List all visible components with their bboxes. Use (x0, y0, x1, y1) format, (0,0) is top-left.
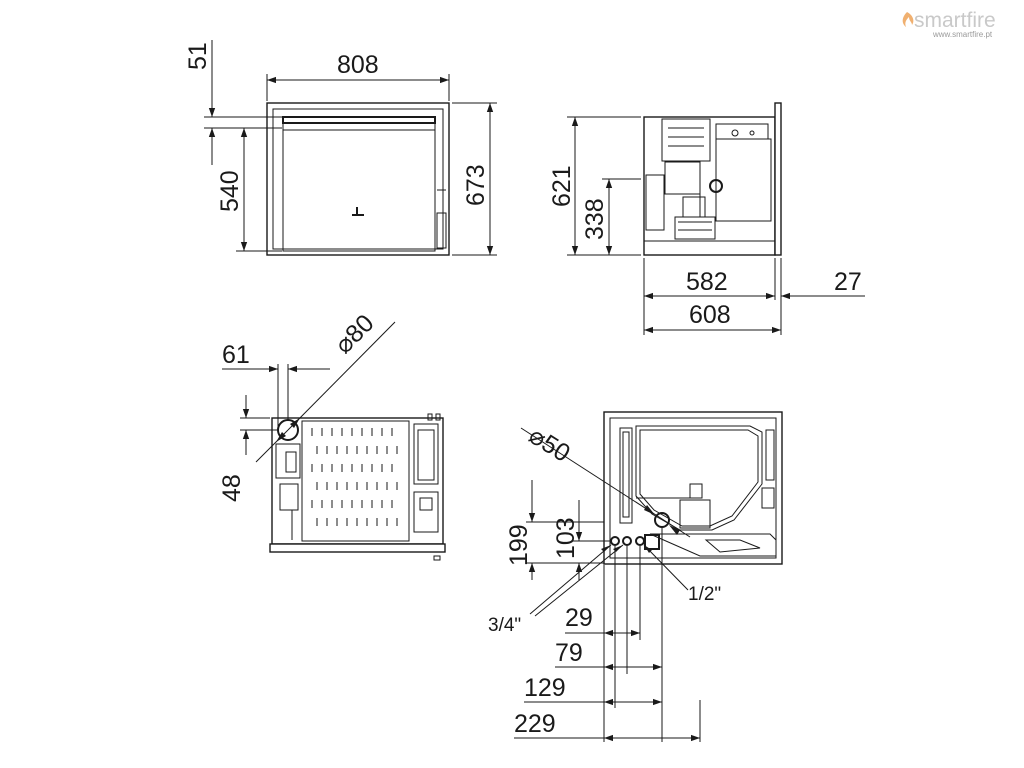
flue-offset-y-label: 48 (218, 474, 246, 502)
brand-logo: smartfire www.smartfire.pt (902, 9, 996, 39)
front-height-label: 673 (462, 164, 490, 206)
rear-offset-129-label: 129 (524, 674, 566, 702)
front-width-label: 808 (337, 51, 379, 79)
side-depth-label: 582 (686, 268, 728, 296)
front-opening-height-label: 540 (216, 170, 244, 212)
front-top-offset-label: 51 (184, 42, 212, 70)
brand-logo-text: smartfire (914, 9, 996, 32)
rear-offset-29-label: 29 (565, 604, 593, 632)
flue-diameter-label: ⌀80 (329, 309, 379, 359)
side-height-label: 621 (548, 165, 576, 207)
rear-offset-79-label: 79 (555, 639, 583, 667)
pipe-large-label: 3/4" (488, 615, 521, 636)
side-frame-depth-label: 27 (834, 268, 862, 296)
air-inlet-diameter-label: ⌀50 (524, 421, 575, 467)
rear-height-a-label: 199 (505, 524, 533, 566)
side-view: 621 338 582 27 608 (548, 102, 865, 335)
flame-icon (902, 12, 914, 27)
air-inlet (654, 512, 670, 528)
water-inlet (622, 536, 632, 546)
side-total-depth-label: 608 (689, 301, 731, 329)
rear-offset-229-label: 229 (514, 710, 556, 738)
rear-height-b-label: 103 (552, 517, 580, 559)
rear-view: ⌀50 199 103 3/4" 1/2" 29 (488, 411, 783, 742)
pipe-small-label: 1/2" (688, 584, 721, 605)
brand-url: www.smartfire.pt (932, 30, 993, 39)
top-view: ⌀80 61 48 (218, 309, 446, 561)
vent-slots (311, 428, 398, 526)
side-inlet-height-label: 338 (581, 198, 609, 240)
front-view: 808 673 540 51 (184, 40, 497, 256)
flue-offset-x-label: 61 (222, 341, 250, 369)
